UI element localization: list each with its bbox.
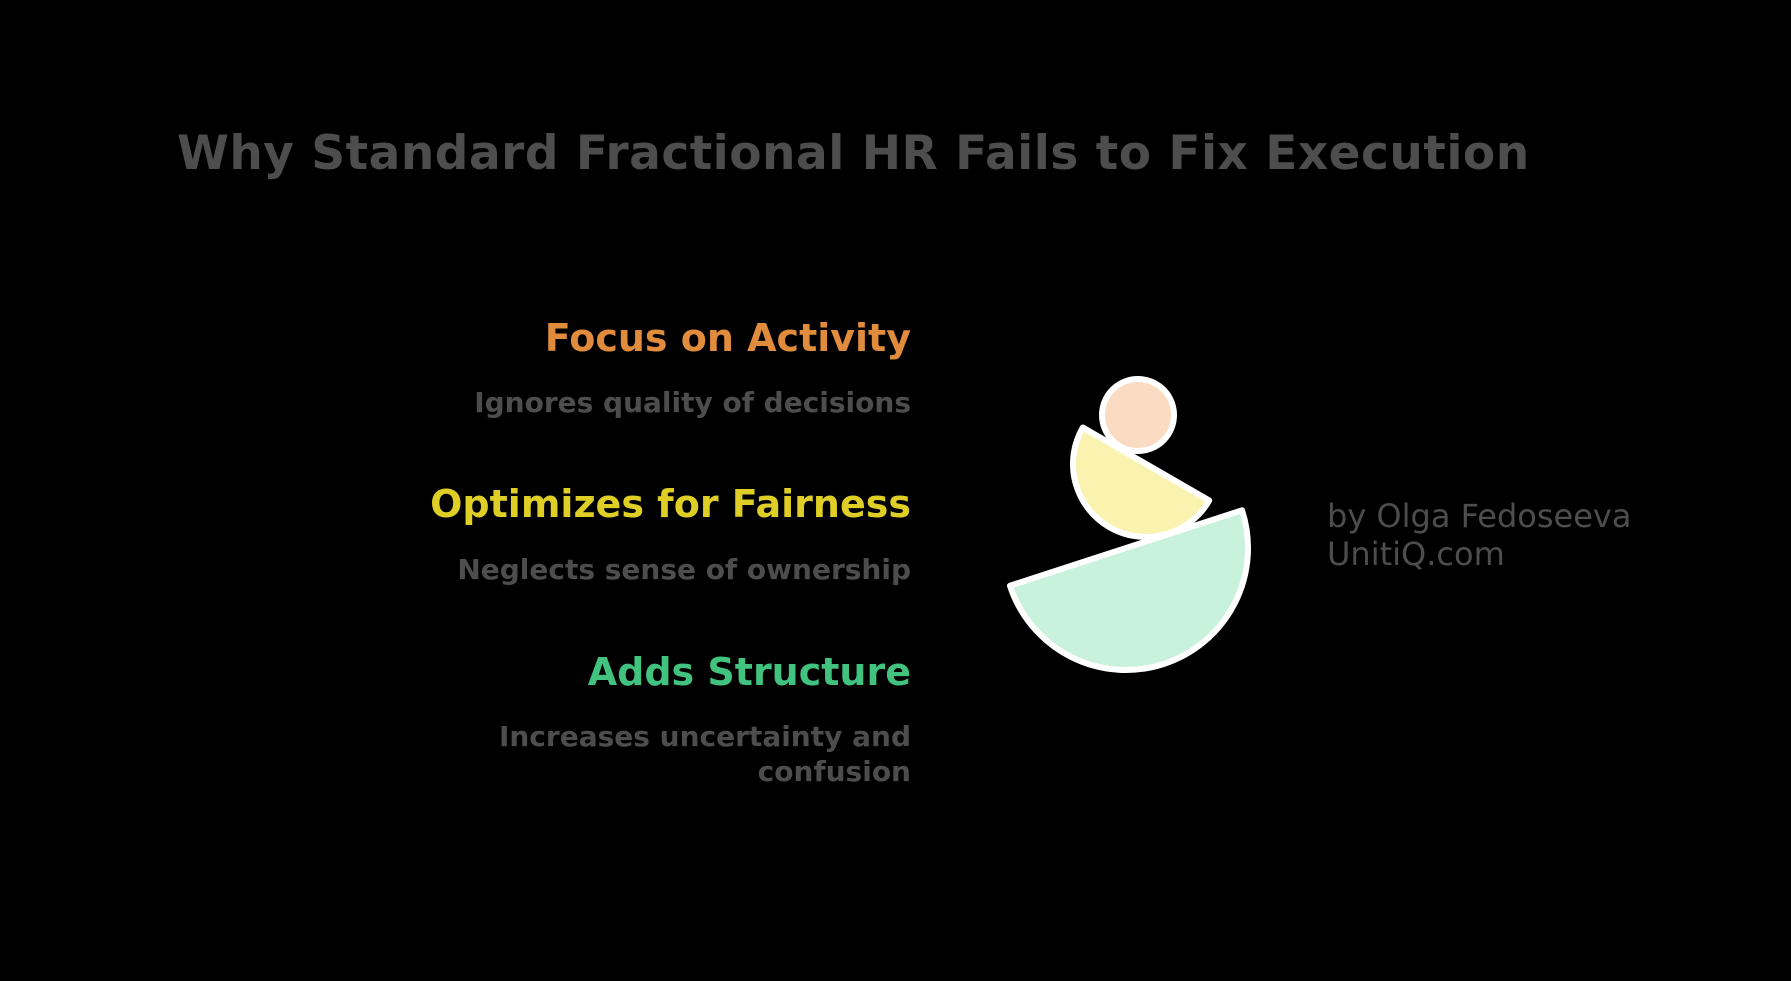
byline-author: by Olga Fedoseeva [1327, 497, 1632, 535]
page-title: Why Standard Fractional HR Fails to Fix … [177, 126, 1530, 181]
byline: by Olga Fedoseeva UnitiQ.com [1327, 497, 1631, 573]
section-heading-focus-on-activity: Focus on Activity [544, 316, 911, 360]
balance-small-semicircle-icon [1070, 424, 1213, 540]
section-heading-adds-structure: Adds Structure [587, 650, 911, 694]
balance-large-semicircle-icon [1006, 507, 1251, 673]
balance-circle-icon [1099, 376, 1177, 454]
section-subtitle-optimizes-for-fairness: Neglects sense of ownership [457, 553, 911, 586]
byline-site: UnitiQ.com [1327, 535, 1505, 573]
section-heading-optimizes-for-fairness: Optimizes for Fairness [430, 482, 911, 526]
section-subtitle-focus-on-activity: Ignores quality of decisions [474, 386, 911, 419]
section-subtitle-adds-structure: Increases uncertainty and confusion [498, 720, 911, 788]
